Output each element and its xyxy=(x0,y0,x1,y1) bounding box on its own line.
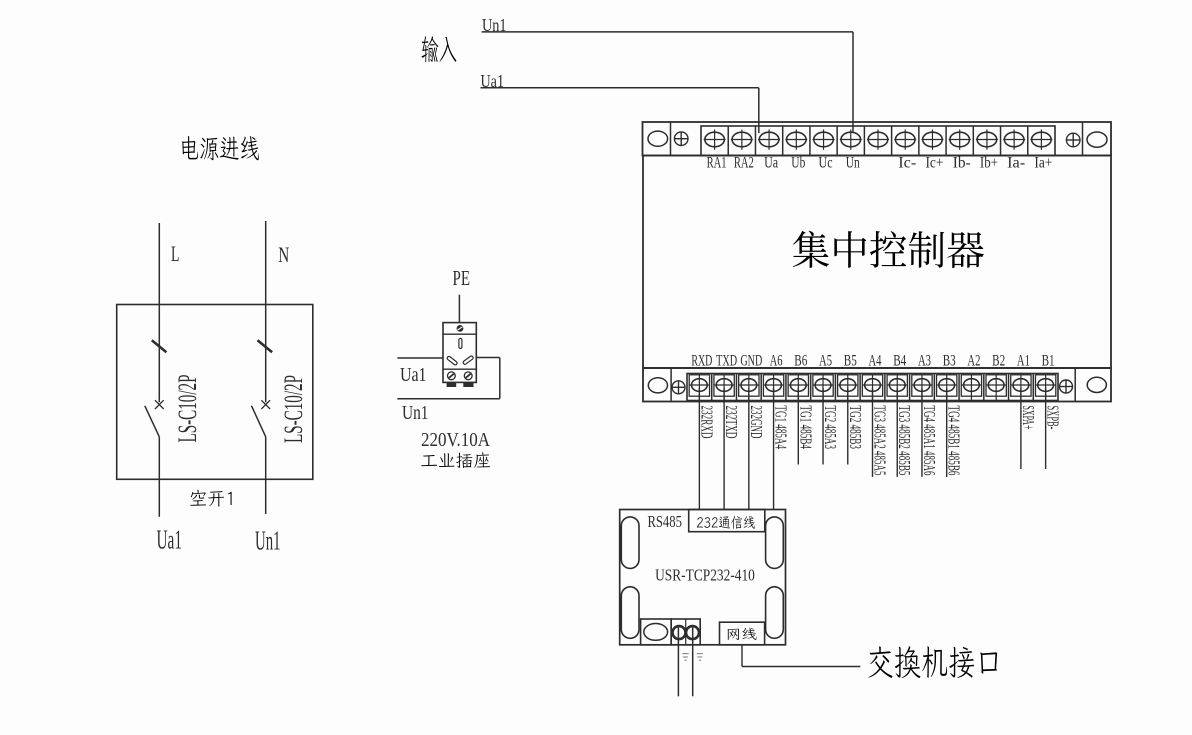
svg-text:Ua: Ua xyxy=(764,155,778,172)
svg-text:232GND: 232GND xyxy=(747,406,766,439)
svg-text:B5: B5 xyxy=(844,353,857,370)
svg-text:Ua1: Ua1 xyxy=(400,364,427,386)
svg-text:GND: GND xyxy=(740,353,762,370)
svg-text:TG1 485A4: TG1 485A4 xyxy=(772,406,791,450)
svg-text:TG2 485A3: TG2 485A3 xyxy=(821,406,840,450)
svg-text:A5: A5 xyxy=(819,353,832,370)
svg-text:PE: PE xyxy=(453,266,471,290)
svg-text:A2: A2 xyxy=(967,353,980,370)
svg-text:LS-C10/2P: LS-C10/2P xyxy=(279,375,308,443)
svg-text:B3: B3 xyxy=(943,353,956,370)
svg-text:SXPA+: SXPA+ xyxy=(1019,406,1038,430)
svg-text:USR-TCP232-410: USR-TCP232-410 xyxy=(655,565,755,584)
svg-text:SXPB-: SXPB- xyxy=(1044,406,1063,430)
svg-text:A1: A1 xyxy=(1017,353,1030,370)
svg-text:Ia+: Ia+ xyxy=(1034,155,1052,172)
svg-text:TG4 485B1 485B6: TG4 485B1 485B6 xyxy=(945,406,964,476)
svg-text:TG4 485A1 485A6: TG4 485A1 485A6 xyxy=(920,406,939,476)
svg-text:B2: B2 xyxy=(992,353,1005,370)
svg-text:Un1: Un1 xyxy=(255,526,281,556)
svg-text:Ic+: Ic+ xyxy=(925,155,943,172)
svg-text:B1: B1 xyxy=(1042,353,1055,370)
svg-text:B4: B4 xyxy=(893,353,906,370)
svg-text:L: L xyxy=(171,241,180,266)
svg-text:RS485: RS485 xyxy=(647,512,682,531)
svg-text:220V.10A: 220V.10A xyxy=(421,429,490,451)
svg-text:Un1: Un1 xyxy=(482,15,507,35)
svg-text:Ib-: Ib- xyxy=(953,155,971,172)
svg-text:Un1: Un1 xyxy=(402,402,429,424)
svg-text:A3: A3 xyxy=(918,353,931,370)
svg-text:N: N xyxy=(278,242,289,267)
svg-text:232RXD: 232RXD xyxy=(697,406,716,439)
svg-text:Ua1: Ua1 xyxy=(157,525,183,555)
svg-text:Uc: Uc xyxy=(819,155,833,172)
svg-text:TG1 485B4: TG1 485B4 xyxy=(796,406,815,450)
svg-text:Ua1: Ua1 xyxy=(481,71,505,91)
svg-text:TG3 485B2 485B5: TG3 485B2 485B5 xyxy=(895,406,914,476)
svg-text:Ib+: Ib+ xyxy=(980,155,998,172)
svg-text:A4: A4 xyxy=(869,353,882,370)
svg-text:TXD: TXD xyxy=(716,353,737,370)
svg-text:RXD: RXD xyxy=(691,353,712,370)
svg-text:Ic-: Ic- xyxy=(898,155,916,172)
svg-text:Un: Un xyxy=(846,155,860,172)
svg-text:TG2 485B3: TG2 485B3 xyxy=(846,406,865,450)
svg-text:A6: A6 xyxy=(770,353,783,370)
svg-text:232TXD: 232TXD xyxy=(722,406,741,439)
svg-text:LS-C10/2P: LS-C10/2P xyxy=(173,375,202,443)
svg-text:Ub: Ub xyxy=(791,155,805,172)
svg-text:B6: B6 xyxy=(794,353,807,370)
svg-text:Ia-: Ia- xyxy=(1007,155,1025,172)
svg-text:RA1: RA1 xyxy=(707,155,727,172)
svg-text:RA2: RA2 xyxy=(734,155,754,172)
svg-text:TG3 485A2 485A5: TG3 485A2 485A5 xyxy=(871,406,890,476)
